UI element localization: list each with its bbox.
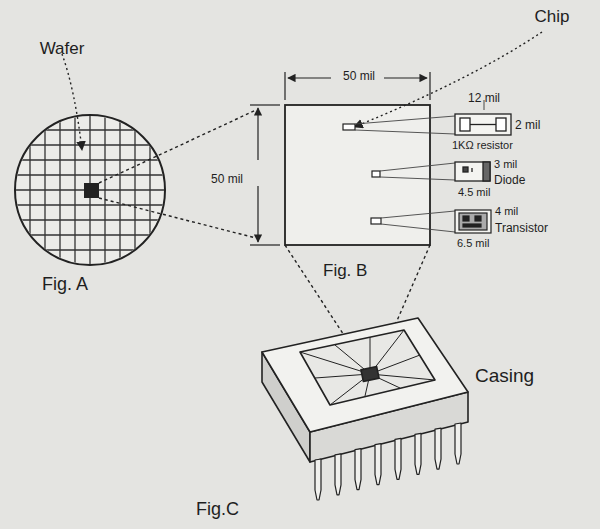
- label: 4 mil: [495, 205, 518, 217]
- leader-line: [354, 32, 542, 127]
- resistor-symbol: [455, 100, 511, 135]
- wafer: [10, 110, 170, 270]
- label: 50 mil: [341, 70, 377, 83]
- ic-casing: [262, 318, 468, 500]
- label: Casing: [475, 366, 534, 387]
- label: 2 mil: [515, 119, 540, 132]
- label: Fig.C: [196, 500, 239, 520]
- transistor-symbol: [455, 210, 491, 233]
- label: Fig. B: [323, 262, 367, 281]
- label: 3 mil: [494, 158, 517, 170]
- label: Fig. A: [42, 275, 88, 295]
- diode-symbol: [455, 162, 490, 181]
- label: 4.5 mil: [458, 186, 490, 198]
- chip-components: [343, 124, 381, 224]
- label: Wafer: [40, 40, 85, 59]
- label: 6.5 mil: [457, 237, 489, 249]
- leader-line: [62, 54, 82, 150]
- dimension-lines: [250, 72, 430, 245]
- leader-lines: [355, 116, 455, 232]
- label: 1KΩ resistor: [452, 139, 513, 151]
- label: Chip: [535, 8, 570, 27]
- label: Transistor: [495, 222, 548, 235]
- chip-square: [285, 105, 430, 245]
- label: 12 mil: [468, 92, 500, 105]
- label: 50 mil: [209, 173, 245, 186]
- label: Diode: [494, 174, 525, 187]
